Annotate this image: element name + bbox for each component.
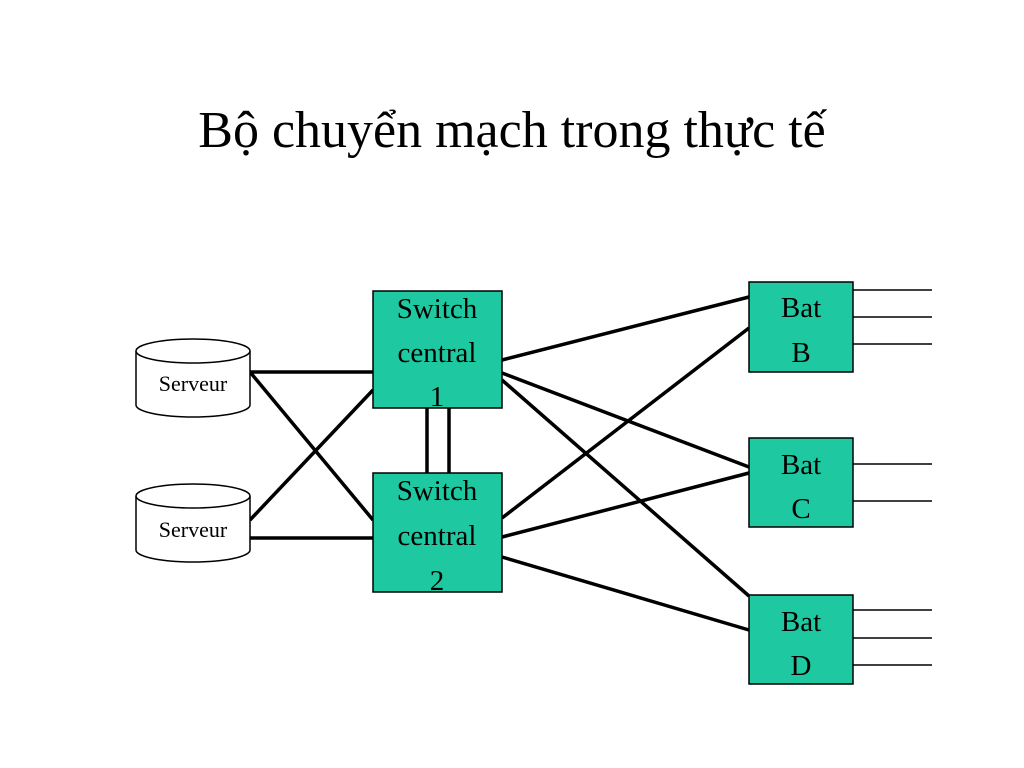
building-b-line-1: Bat: [781, 292, 821, 324]
switch-1-line-2: central: [398, 337, 477, 369]
link-switch2-batC: [501, 471, 750, 539]
building-outgoing-links: [853, 289, 932, 666]
switch-central-1: Switch central 1: [372, 290, 503, 413]
connections: [248, 295, 751, 632]
building-b-line-2: B: [791, 337, 810, 369]
link-server2-switch1: [248, 388, 375, 522]
building-b: Bat B: [748, 281, 854, 373]
building-c-line-1: Bat: [781, 449, 821, 481]
link-switch1-batC: [501, 371, 750, 469]
server-1: Serveur: [135, 338, 251, 418]
building-c-line-2: C: [791, 493, 810, 525]
switch-1-box: [372, 290, 503, 409]
link-switch1-batD: [500, 378, 751, 598]
switch-2-box: [372, 472, 503, 593]
switch-2-line-3: 2: [430, 565, 445, 597]
building-d: Bat D: [748, 594, 854, 685]
switch-1-line-3: 1: [430, 381, 445, 413]
link-switch2-batB: [500, 326, 751, 520]
link-switch2-batD: [501, 555, 750, 632]
building-b-box: [748, 281, 854, 373]
building-c: Bat C: [748, 437, 854, 528]
switch-2-line-1: Switch: [397, 475, 478, 507]
switch-1-line-1: Switch: [397, 293, 478, 325]
database-icon: [135, 496, 251, 563]
building-d-line-2: D: [791, 650, 812, 682]
database-icon: [135, 351, 251, 418]
server-1-label: Serveur: [159, 371, 228, 396]
link-switch1-batB: [501, 295, 750, 362]
slide-title: Bộ chuyển mạch trong thực tế: [198, 102, 826, 159]
switch-central-2: Switch central 2: [372, 472, 503, 597]
building-d-line-1: Bat: [781, 606, 821, 638]
switch-2-line-2: central: [398, 520, 477, 552]
server-2-label: Serveur: [159, 517, 228, 542]
link-server1-switch2: [248, 370, 375, 522]
server-2: Serveur: [135, 483, 251, 563]
building-c-box: [748, 437, 854, 528]
building-d-box: [748, 594, 854, 685]
